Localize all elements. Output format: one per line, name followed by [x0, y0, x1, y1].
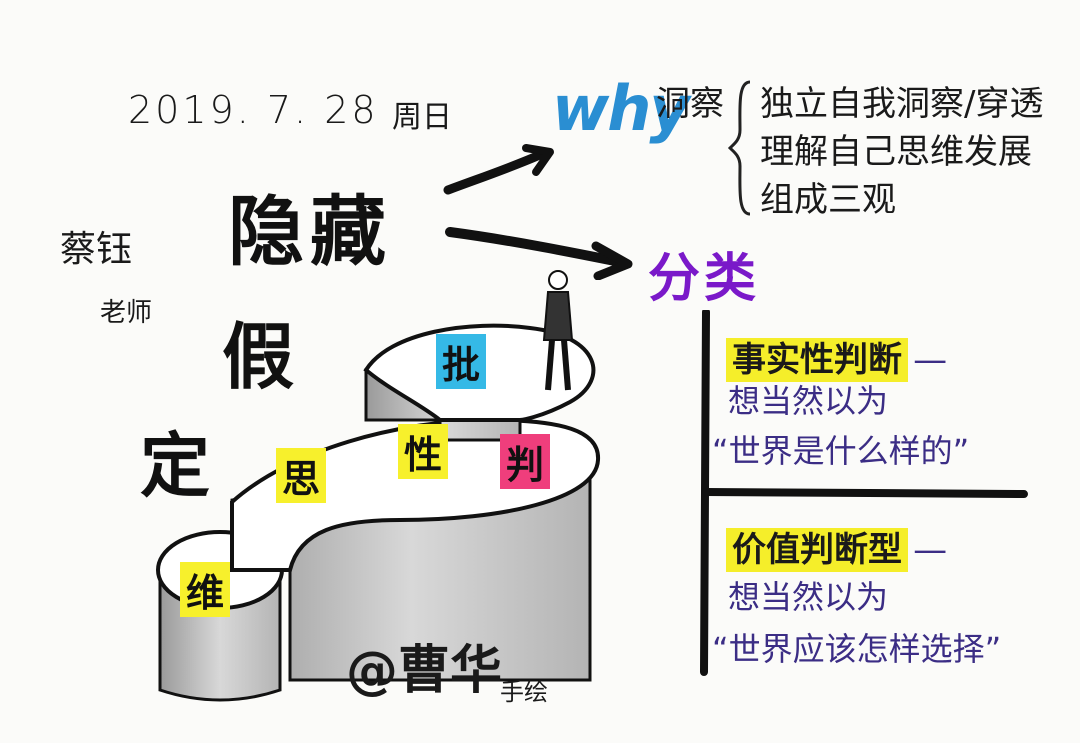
why-item-1: 独立自我洞察/穿透	[760, 84, 1044, 124]
artist-signature: @曹华	[346, 641, 503, 701]
category-type-2: 价值判断型 —	[726, 522, 948, 572]
type-2-line2: “世界应该怎样选择”	[712, 630, 1002, 668]
category-title: 分类	[648, 249, 761, 309]
teacher-name: 蔡钰	[60, 229, 133, 270]
type-2-name: 价值判断型	[726, 528, 908, 572]
teacher-title: 老师	[100, 298, 153, 328]
type-1-name: 事实性判断	[726, 338, 908, 382]
why-label: 洞察	[656, 84, 724, 124]
date-label: 2019. 7. 28	[128, 88, 379, 132]
category-lines	[700, 310, 1028, 676]
step-label-3: 性	[398, 424, 449, 479]
step-label-2: 思	[276, 448, 327, 503]
arrows-graphic	[443, 144, 633, 280]
title-assume-2: 定	[140, 425, 210, 507]
hand-drawn-note: 手绘	[500, 678, 548, 706]
person-figure	[542, 270, 574, 391]
why-word: why	[552, 72, 690, 145]
brace-icon	[728, 80, 751, 216]
why-item-2: 理解自己思维发展	[760, 132, 1032, 172]
title-assume-1: 假	[222, 315, 295, 399]
step-label-5: 批	[436, 334, 487, 389]
type-1-line1: 想当然以为	[728, 382, 889, 420]
type-2-dash: —	[913, 530, 948, 570]
type-1-dash: —	[913, 340, 948, 380]
type-1-line2: “世界是什么样的”	[712, 432, 970, 470]
arrow-to-category-head	[591, 241, 633, 280]
arrow-to-why	[443, 149, 547, 195]
step-label-4: 判	[500, 434, 551, 489]
arrow-to-category	[445, 227, 625, 267]
arrow-to-why-head	[522, 144, 554, 176]
type-2-line1: 想当然以为	[728, 578, 889, 616]
title-hidden: 隐藏	[228, 187, 392, 276]
why-item-3: 组成三观	[760, 180, 896, 220]
category-type-1: 事实性判断 —	[726, 332, 948, 382]
step-label-1: 维	[180, 562, 231, 617]
weekday-label: 周日	[392, 100, 452, 135]
